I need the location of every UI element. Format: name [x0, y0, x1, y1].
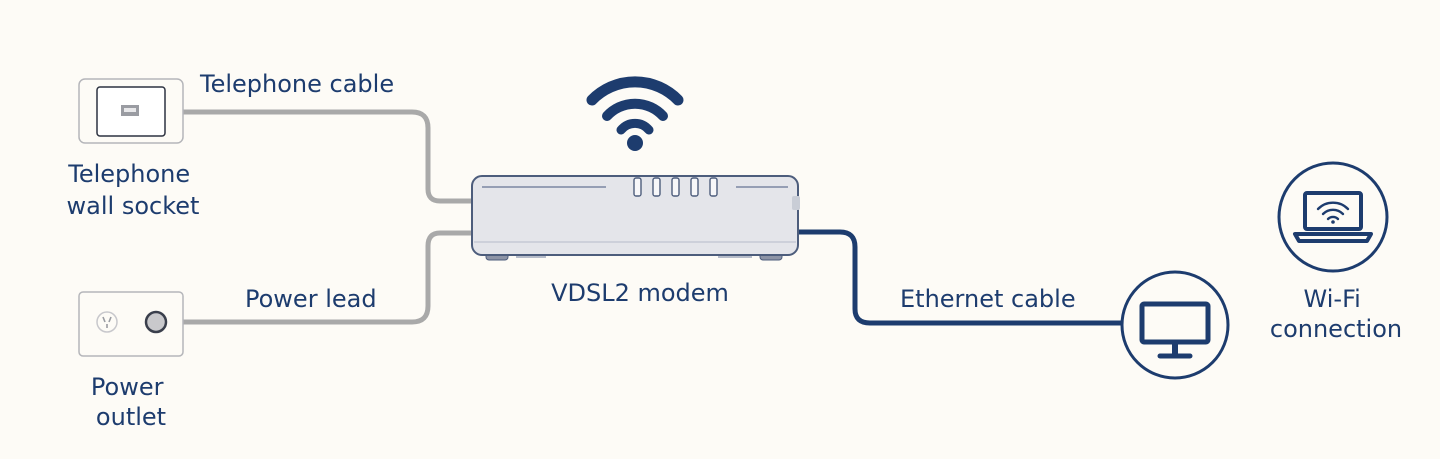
ethernet-cable-label: Ethernet cable	[900, 285, 1076, 313]
modem-label: VDSL2 modem	[551, 279, 729, 307]
telephone-socket-label: Telephone wall socket	[67, 160, 200, 220]
telephone-cable-line	[160, 109, 472, 204]
wifi-signal-icon	[586, 76, 684, 151]
power-outlet-label: Power outlet	[91, 373, 171, 431]
desktop-monitor-icon	[1120, 270, 1230, 380]
telephone-socket-icon	[78, 78, 184, 144]
wifi-connection-label: Wi-Fi connection	[1270, 285, 1402, 343]
modem-icon	[471, 175, 800, 261]
ethernet-cable-line	[796, 229, 1122, 326]
power-lead-line	[156, 230, 472, 325]
power-lead-label: Power lead	[245, 285, 377, 313]
laptop-wifi-icon	[1277, 161, 1389, 273]
telephone-cable-label: Telephone cable	[199, 70, 394, 98]
power-outlet-icon	[78, 291, 184, 357]
